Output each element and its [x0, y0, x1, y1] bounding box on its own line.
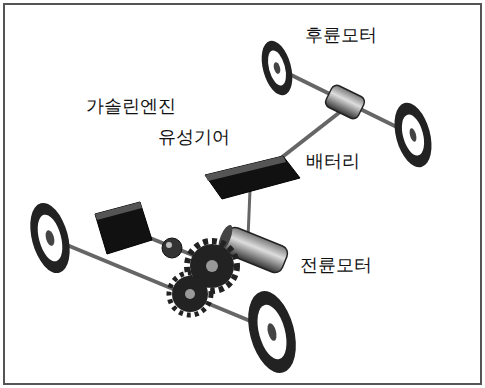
- frame: [4, 4, 481, 384]
- wheel: [388, 99, 438, 172]
- planetary-gear: [162, 238, 182, 258]
- wheel: [256, 37, 298, 98]
- part-name: 가솔린엔진: [86, 95, 176, 117]
- part-name: 전륜모터: [300, 254, 372, 276]
- wheel: [23, 199, 76, 278]
- gasoline-engine: [95, 202, 152, 254]
- battery: [205, 156, 300, 199]
- part-name: 후륜모터: [305, 24, 377, 46]
- rear-motor: [324, 83, 367, 120]
- part-name: 유성기어: [158, 126, 230, 148]
- rear-axle: [277, 68, 413, 135]
- part-name: 배터리: [306, 150, 360, 172]
- wheel: [240, 286, 304, 379]
- drive-shaft: [248, 190, 250, 238]
- gear: [169, 273, 211, 315]
